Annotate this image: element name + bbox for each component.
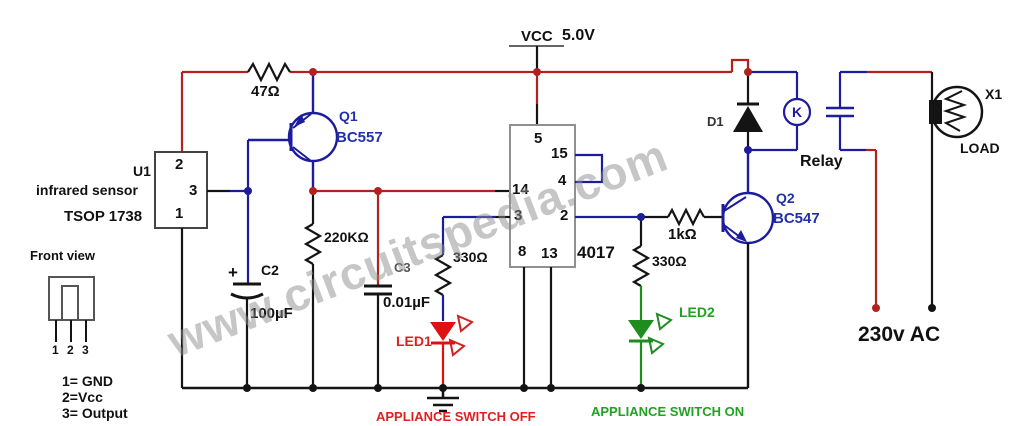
ic-pin13-label: 13	[541, 245, 558, 262]
led2-branch	[628, 217, 673, 388]
ic-pin15-label: 15	[551, 145, 568, 162]
ic-pin4-label: 4	[558, 172, 567, 189]
vcc-label: VCC	[521, 28, 553, 45]
load-label: LOAD	[960, 140, 1000, 156]
lamp-load-x1	[929, 85, 984, 139]
diode-d1	[733, 72, 763, 150]
mains-voltage-label: 230v AC	[858, 323, 941, 346]
c2-value-label: 100µF	[250, 305, 293, 322]
led2-emission-arrow	[655, 312, 673, 331]
relay-label: Relay	[800, 153, 843, 170]
sensor-tsop1738	[154, 151, 248, 388]
front-view-leg3: 3	[82, 343, 89, 357]
sensor-pin3-label: 3	[189, 182, 198, 199]
u1-desc-label: infrared sensor	[36, 182, 138, 198]
q1-part-label: BC557	[336, 129, 383, 146]
ic-pin2-label: 2	[560, 207, 569, 224]
q2-ref-label: Q2	[776, 190, 795, 206]
capacitor-c3	[364, 191, 392, 388]
led1-label: LED1	[396, 333, 432, 349]
led1-diode-triangle	[430, 322, 456, 341]
resistor-r5-label: 1kΩ	[668, 226, 697, 243]
transistor-q2-bc547	[721, 150, 775, 388]
resistor-r3-label: 330Ω	[453, 249, 488, 265]
power-rail	[180, 58, 750, 152]
relay-coil-k-label: K	[792, 104, 803, 120]
led1-emission-arrow	[456, 314, 474, 333]
led2-diode-triangle	[628, 320, 654, 339]
resistor-r5-1k	[641, 207, 723, 227]
resistor-r4-label: 330Ω	[652, 253, 687, 269]
sensor-pin2-label: 2	[175, 156, 184, 173]
front-view-leg1: 1	[52, 343, 59, 357]
relay-contact	[826, 70, 867, 152]
vcc-symbol	[509, 45, 564, 125]
mains-wires	[866, 70, 934, 308]
resistor-r2-220k	[303, 191, 323, 388]
q1-ref-label: Q1	[339, 108, 358, 124]
legend-output: 3= Output	[62, 405, 128, 421]
q2-part-label: BC547	[773, 210, 820, 227]
vcc-value-label: 5.0V	[562, 27, 595, 44]
led2-label: LED2	[679, 304, 715, 320]
x1-label: X1	[985, 86, 1003, 102]
c3-ref-label: C3	[394, 260, 411, 275]
led1-emission-arrow	[448, 338, 466, 357]
resistor-r1-47ohm	[247, 61, 291, 83]
front-view-title: Front view	[30, 248, 96, 263]
ic-pin8-label: 8	[518, 243, 527, 260]
d1-label: D1	[707, 114, 724, 129]
c2-ref-label: C2	[261, 262, 279, 278]
status-appliance-on: APPLIANCE SWITCH ON	[591, 404, 745, 419]
transistor-q1-bc557	[248, 72, 339, 191]
relay-coil	[748, 70, 812, 152]
c3-value-label: 0.01µF	[383, 294, 430, 311]
capacitor-c2	[230, 282, 264, 388]
u1-ref-label: U1	[133, 163, 151, 179]
ic-pin5-label: 5	[534, 130, 543, 147]
u1-part-label: TSOP 1738	[64, 208, 143, 225]
resistor-r1-label: 47Ω	[251, 83, 280, 100]
junction-dots	[243, 68, 936, 392]
legend-vcc: 2=Vcc	[62, 389, 103, 405]
legend-gnd: 1= GND	[62, 373, 113, 389]
led1-branch	[430, 217, 474, 388]
ic-part-label: 4017	[577, 243, 615, 262]
c2-polarity-label: +	[228, 263, 238, 282]
sensor-pin1-label: 1	[175, 205, 184, 222]
resistor-r2-label: 220KΩ	[324, 229, 369, 245]
sensor-front-view	[48, 276, 95, 342]
status-appliance-off: APPLIANCE SWITCH OFF	[376, 409, 536, 424]
ic-pin3-label: 3	[514, 207, 523, 224]
ic-pin14-label: 14	[512, 181, 529, 198]
ic-4017	[443, 124, 641, 388]
front-view-leg2: 2	[67, 343, 74, 357]
led2-emission-arrow	[647, 336, 665, 355]
